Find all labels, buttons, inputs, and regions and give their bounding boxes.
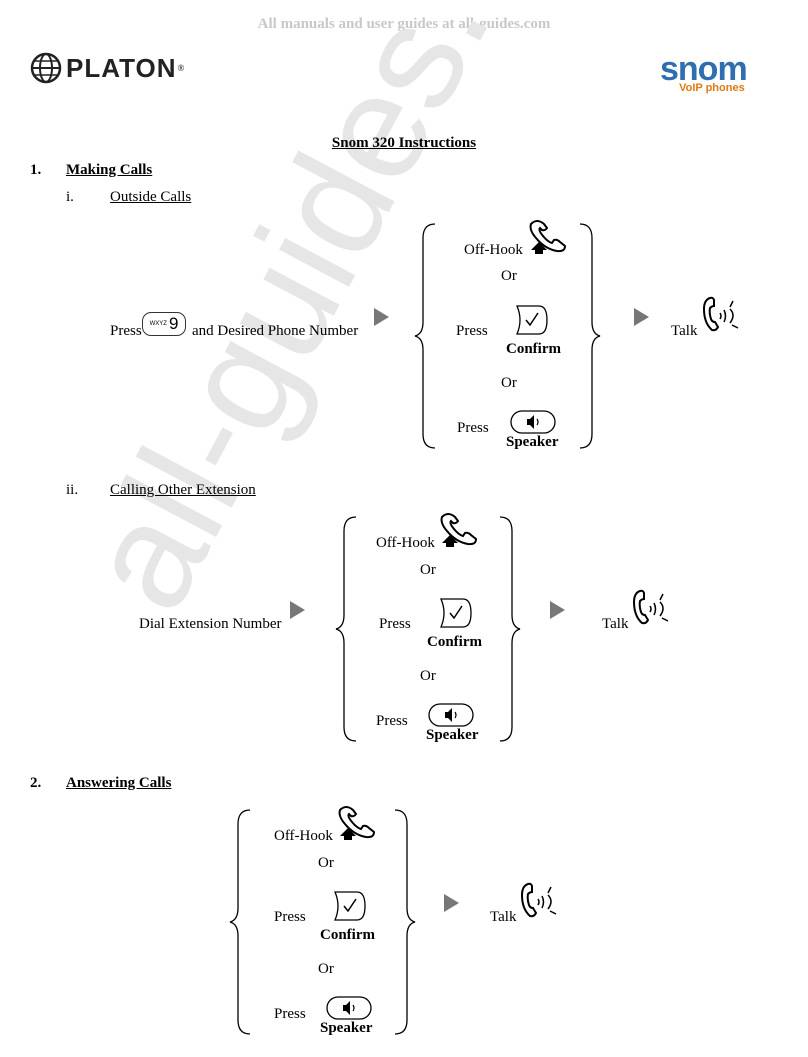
- snom-logo: snom VoIP phones: [660, 50, 748, 94]
- subsection-i-title: Outside Calls: [110, 189, 192, 205]
- or-label-1: Or: [501, 268, 517, 284]
- speaker-label: Speaker: [320, 1020, 373, 1036]
- press-speaker-label: Press: [274, 1006, 306, 1022]
- or-label-2: Or: [501, 375, 517, 391]
- arrow-right-icon: [634, 308, 649, 326]
- section-1-number: 1.: [30, 162, 42, 178]
- key-9-digit: 9: [168, 314, 179, 333]
- or-label-1: Or: [318, 855, 334, 871]
- snom-tagline: VoIP phones: [679, 82, 745, 94]
- arrow-right-icon: [444, 894, 459, 912]
- key-9-letters: WXYZ: [149, 321, 167, 327]
- subsection-ii-title: Calling Other Extension: [110, 482, 256, 498]
- section-2-number: 2.: [30, 775, 42, 791]
- talk-label: Talk: [671, 323, 698, 339]
- offhook-label: Off-Hook: [376, 535, 435, 551]
- left-brace-icon: [335, 516, 357, 742]
- confirm-label: Confirm: [427, 634, 482, 650]
- confirm-check-icon: [440, 598, 472, 628]
- header-banner[interactable]: All manuals and user guides at all-guide…: [257, 16, 551, 32]
- key-9-button: WXYZ 9: [142, 312, 186, 336]
- dial-extension-text: Dial Extension Number: [139, 616, 282, 632]
- or-label-2: Or: [318, 961, 334, 977]
- arrow-right-icon: [374, 308, 389, 326]
- talk-handset-icon: [702, 296, 739, 332]
- subsection-ii-number: ii.: [66, 482, 79, 498]
- section-2-title: Answering Calls: [66, 775, 172, 791]
- offhook-handset-icon: [529, 220, 567, 254]
- speaker-icon: [326, 996, 372, 1020]
- offhook-label: Off-Hook: [274, 828, 333, 844]
- platon-wordmark: PLATON: [66, 52, 177, 83]
- arrow-right-icon: [290, 601, 305, 619]
- speaker-label: Speaker: [426, 727, 479, 743]
- confirm-label: Confirm: [506, 341, 561, 357]
- talk-handset-icon: [632, 589, 669, 625]
- speaker-icon: [428, 703, 474, 727]
- right-brace-icon: [579, 223, 601, 449]
- talk-label: Talk: [602, 616, 629, 632]
- press-speaker-label: Press: [376, 713, 408, 729]
- snom-wordmark: snom: [660, 50, 748, 88]
- offhook-handset-icon: [440, 513, 478, 547]
- speaker-icon: [510, 410, 556, 434]
- confirm-check-icon: [516, 305, 548, 335]
- talk-handset-icon: [520, 882, 557, 918]
- press-confirm-label: Press: [379, 616, 411, 632]
- talk-label: Talk: [490, 909, 517, 925]
- right-brace-icon: [394, 809, 416, 1035]
- press-label: Press: [110, 323, 142, 339]
- offhook-handset-icon: [338, 806, 376, 840]
- confirm-check-icon: [334, 891, 366, 921]
- press-speaker-label: Press: [457, 420, 489, 436]
- confirm-label: Confirm: [320, 927, 375, 943]
- page-title: Snom 320 Instructions: [331, 135, 477, 151]
- globe-icon: [30, 52, 62, 84]
- speaker-label: Speaker: [506, 434, 559, 450]
- registered-mark: ®: [177, 63, 185, 73]
- offhook-label: Off-Hook: [464, 242, 523, 258]
- press-confirm-label: Press: [274, 909, 306, 925]
- left-brace-icon: [414, 223, 436, 449]
- arrow-right-icon: [550, 601, 565, 619]
- desired-number-text: and Desired Phone Number: [192, 323, 359, 339]
- platon-logo: PLATON®: [30, 52, 184, 84]
- right-brace-icon: [499, 516, 521, 742]
- subsection-i-number: i.: [66, 189, 74, 205]
- press-confirm-label: Press: [456, 323, 488, 339]
- or-label-2: Or: [420, 668, 436, 684]
- section-1-title: Making Calls: [66, 162, 153, 178]
- or-label-1: Or: [420, 562, 436, 578]
- left-brace-icon: [229, 809, 251, 1035]
